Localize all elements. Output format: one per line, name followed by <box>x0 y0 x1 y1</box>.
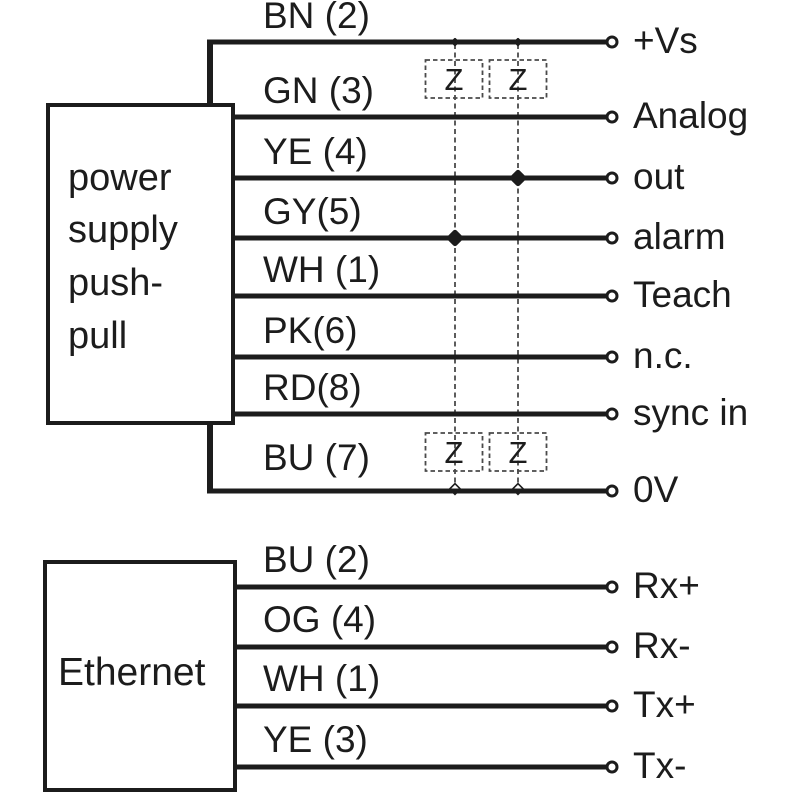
impedance-box-bottom-right <box>488 432 548 472</box>
terminal-label: 0V <box>633 469 679 510</box>
wire-row: PK(6) n.c. <box>231 310 693 376</box>
terminal-label: Teach <box>633 274 732 315</box>
wire-color-label: BN (2) <box>263 0 370 36</box>
ethernet-wires: BU (2) Rx+ OG (4) Rx- WH (1) Tx+ YE (3) … <box>233 539 700 786</box>
wire-color-label: RD(8) <box>263 367 362 408</box>
terminal-circle-icon <box>605 35 619 49</box>
terminal-label: sync in <box>633 392 748 433</box>
terminal-circle-icon <box>605 231 619 245</box>
power-supply-box-label-line: push- <box>68 262 163 304</box>
impedance-symbol: Z <box>445 435 464 470</box>
wire-color-label: BU (2) <box>263 539 370 580</box>
impedance-symbol: Z <box>445 62 464 97</box>
terminal-label: Rx- <box>633 625 691 666</box>
terminal-circle-icon <box>605 407 619 421</box>
wire-color-label: YE (3) <box>263 719 368 760</box>
wire-color-label: WH (1) <box>263 658 380 699</box>
impedance-network: Z Z Z Z <box>424 44 548 496</box>
terminal-circle-icon <box>605 350 619 364</box>
impedance-box-top-left <box>424 59 484 99</box>
wire-row: BN (2) +Vs <box>207 0 698 61</box>
terminal-label: alarm <box>633 216 726 257</box>
wire-row: BU (7) 0V <box>207 437 679 510</box>
ethernet-box: Ethernet <box>43 560 237 792</box>
terminal-circle-icon <box>605 699 619 713</box>
terminal-circle-icon <box>605 484 619 498</box>
terminal-circle-icon <box>605 289 619 303</box>
wire-color-label: GY(5) <box>263 191 362 232</box>
wire-row: OG (4) Rx- <box>233 599 691 666</box>
terminal-label: Rx+ <box>633 565 700 606</box>
wire-row: WH (1) Tx+ <box>233 658 696 725</box>
wire-color-label: WH (1) <box>263 249 380 290</box>
alarm-junction-dot-icon <box>446 229 464 247</box>
wire-color-label: OG (4) <box>263 599 376 640</box>
power-supply-box-label: power supply push- pull <box>68 157 188 357</box>
power-wires: BN (2) +Vs GN (3) Analog YE (4) out GY(5… <box>207 0 748 510</box>
wire-color-label: GN (3) <box>263 70 374 111</box>
terminal-label: Tx- <box>633 745 686 786</box>
terminal-label: Analog <box>633 95 748 136</box>
power-supply-box-outline <box>46 103 235 425</box>
supply-tap-icon <box>450 37 460 47</box>
junction-markers <box>446 37 527 247</box>
impedance-box-top-right <box>488 59 548 99</box>
terminal-circle-icon <box>605 760 619 774</box>
wire-row: RD(8) sync in <box>231 367 748 433</box>
power-supply-box: power supply push- pull <box>46 40 235 491</box>
ethernet-box-label: Ethernet <box>58 651 206 694</box>
wire-row: WH (1) Teach <box>231 249 732 315</box>
terminal-circle-icon <box>605 110 619 124</box>
ethernet-box-outline <box>43 560 237 792</box>
impedance-symbol: Z <box>509 435 528 470</box>
wire-row: BU (2) Rx+ <box>233 539 700 606</box>
wire-row: GN (3) Analog <box>231 70 748 136</box>
wire-row: YE (4) out <box>231 131 685 197</box>
wire-color-label: BU (7) <box>263 437 370 478</box>
terminal-circle-icon <box>605 580 619 594</box>
wire-color-label: PK(6) <box>263 310 358 351</box>
power-supply-box-label-line: supply <box>68 209 178 251</box>
terminal-label: n.c. <box>633 335 693 376</box>
power-supply-box-label-line: power <box>68 157 172 199</box>
supply-tap-icon <box>513 37 523 47</box>
terminal-circle-icon <box>605 640 619 654</box>
terminal-label: +Vs <box>633 20 698 61</box>
out-junction-dot-icon <box>509 169 527 187</box>
wire-row: YE (3) Tx- <box>233 719 686 786</box>
terminal-circle-icon <box>605 171 619 185</box>
terminal-label: Tx+ <box>633 684 696 725</box>
terminal-label: out <box>633 156 685 197</box>
impedance-symbol: Z <box>509 62 528 97</box>
wire-row: GY(5) alarm <box>231 191 726 257</box>
power-supply-box-label-line: pull <box>68 315 127 357</box>
wire-color-label: YE (4) <box>263 131 368 172</box>
impedance-box-bottom-left <box>424 432 484 472</box>
